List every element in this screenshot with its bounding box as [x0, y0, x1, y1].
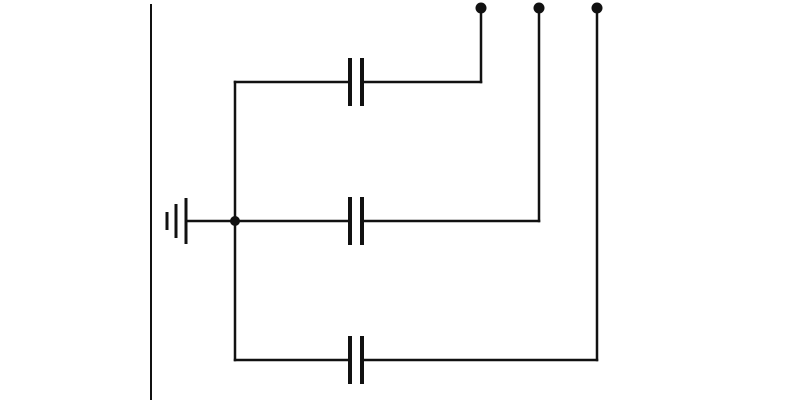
- terminal-t3-dot[interactable]: [591, 2, 603, 14]
- terminal-t1-dot[interactable]: [475, 2, 487, 14]
- capacitor-icon: [348, 58, 364, 106]
- terminal-t2-dot[interactable]: [533, 2, 545, 14]
- capacitor-icon: [348, 197, 364, 245]
- capacitor-icon: [348, 336, 364, 384]
- ground-icon: [165, 198, 188, 244]
- junction-dot: [230, 216, 240, 226]
